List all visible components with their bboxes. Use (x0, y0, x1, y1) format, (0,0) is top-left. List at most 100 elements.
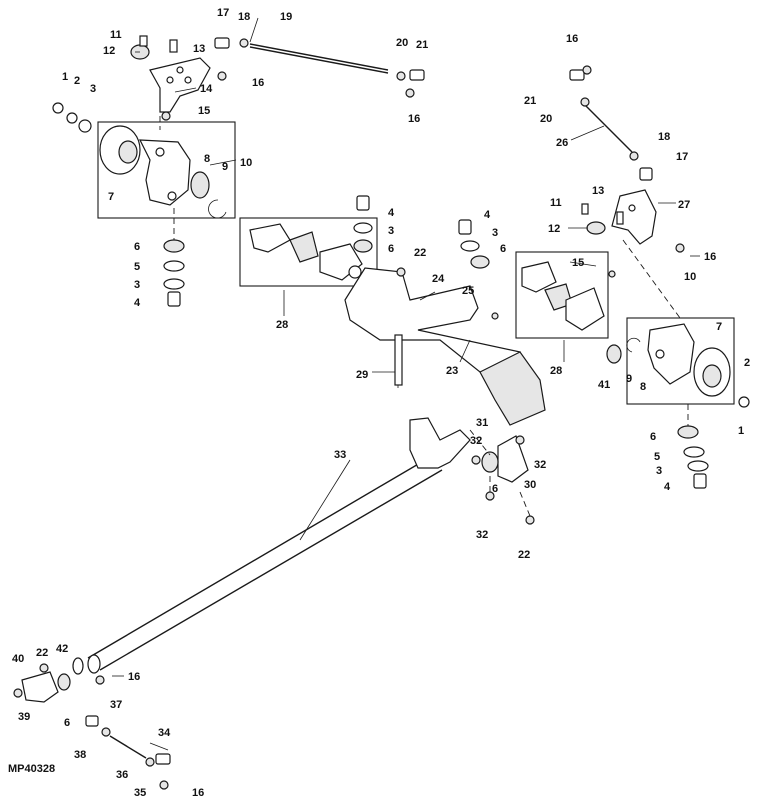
callout-32: 32 (470, 435, 482, 447)
callout-16: 16 (704, 251, 716, 263)
callout-34: 34 (158, 727, 171, 739)
callout-23: 23 (446, 365, 458, 377)
callout-5: 5 (134, 261, 140, 273)
callout-3: 3 (492, 227, 498, 239)
callout-15: 15 (198, 105, 210, 117)
callout-24: 24 (432, 273, 445, 285)
callout-26: 26 (556, 137, 568, 149)
callout-12: 12 (548, 223, 560, 235)
kingpin-stack-left (163, 239, 185, 307)
spindle-frame-right (626, 317, 735, 405)
callout-13: 13 (592, 185, 604, 197)
callout-30: 30 (524, 479, 536, 491)
callout-42: 42 (56, 643, 68, 655)
spindle-frame-left (97, 121, 236, 219)
spindle-right (606, 323, 731, 397)
callout-4: 4 (388, 207, 395, 219)
callout-16: 16 (408, 113, 420, 125)
callouts: 11 12 13 17 18 19 20 21 16 16 14 15 1 2 … (8, 7, 750, 799)
callout-20: 20 (396, 37, 408, 49)
callout-41: 41 (598, 379, 610, 391)
callout-3: 3 (134, 279, 140, 291)
callout-4: 4 (484, 209, 491, 221)
axle-bracket-center (344, 267, 546, 426)
callout-17: 17 (217, 7, 229, 19)
callout-4: 4 (664, 481, 671, 493)
callout-7: 7 (716, 321, 722, 333)
callout-22: 22 (36, 647, 48, 659)
callout-25: 25 (462, 285, 474, 297)
callout-27: 27 (678, 199, 690, 211)
callout-11: 11 (110, 29, 122, 41)
callout-20: 20 (540, 113, 552, 125)
callout-16: 16 (252, 77, 264, 89)
figure-id: MP40328 (8, 763, 55, 775)
callout-28: 28 (550, 365, 562, 377)
tie-rod-upper (214, 37, 425, 98)
steering-arm-right (581, 189, 685, 278)
universal-joint-frame-right (515, 251, 609, 339)
callout-16: 16 (192, 787, 204, 799)
callout-18: 18 (238, 11, 250, 23)
callout-7: 7 (108, 191, 114, 203)
callout-38: 38 (74, 749, 86, 761)
callout-11: 11 (550, 197, 562, 209)
callout-14: 14 (200, 83, 213, 95)
callout-1: 1 (738, 425, 744, 437)
pivot-plate-right (471, 435, 535, 525)
steering-arm-left (130, 35, 227, 121)
callout-15: 15 (572, 257, 584, 269)
callout-2: 2 (744, 357, 750, 369)
callout-32: 32 (534, 459, 546, 471)
universal-joint-frame-left (239, 217, 378, 287)
callout-6: 6 (64, 717, 70, 729)
callout-18: 18 (658, 131, 670, 143)
callout-9: 9 (626, 373, 632, 385)
bushing-stack-center-right (458, 219, 490, 269)
callout-5: 5 (654, 451, 660, 463)
universal-joint-right (521, 261, 605, 331)
callout-6: 6 (500, 243, 506, 255)
tie-rod-upper-right (569, 65, 653, 181)
callout-3: 3 (388, 225, 394, 237)
washers-left-top (52, 102, 92, 133)
callout-19: 19 (280, 11, 292, 23)
callout-35: 35 (134, 787, 146, 799)
leader-lines (112, 17, 700, 751)
axle-tube (87, 417, 471, 674)
callout-6: 6 (650, 431, 656, 443)
callout-16: 16 (128, 671, 140, 683)
callout-31: 31 (476, 417, 488, 429)
callout-8: 8 (204, 153, 210, 165)
callout-6: 6 (492, 483, 498, 495)
callout-6: 6 (388, 243, 394, 255)
bushing-stack-center-left (353, 195, 373, 253)
callout-3: 3 (656, 465, 662, 477)
callout-33: 33 (334, 449, 346, 461)
callout-9: 9 (222, 161, 228, 173)
callout-8: 8 (640, 381, 646, 393)
callout-21: 21 (524, 95, 536, 107)
universal-joint-left (249, 223, 363, 281)
callout-16: 16 (566, 33, 578, 45)
callout-36: 36 (116, 769, 128, 781)
dashed-guides (159, 96, 689, 517)
callout-12: 12 (103, 45, 115, 57)
spindle-left (99, 125, 227, 219)
callout-40: 40 (12, 653, 24, 665)
callout-3: 3 (90, 83, 96, 95)
washers-right (738, 396, 750, 408)
callout-4: 4 (134, 297, 141, 309)
callout-32: 32 (476, 529, 488, 541)
callout-22: 22 (518, 549, 530, 561)
callout-17: 17 (676, 151, 688, 163)
callout-2: 2 (74, 75, 80, 87)
pivot-bracket-left (13, 657, 105, 703)
kingpin-stack-right (677, 425, 709, 489)
callout-39: 39 (18, 711, 30, 723)
callout-21: 21 (416, 39, 428, 51)
callout-1: 1 (62, 71, 68, 83)
callout-22: 22 (414, 247, 426, 259)
tie-rod-lower (85, 715, 171, 790)
